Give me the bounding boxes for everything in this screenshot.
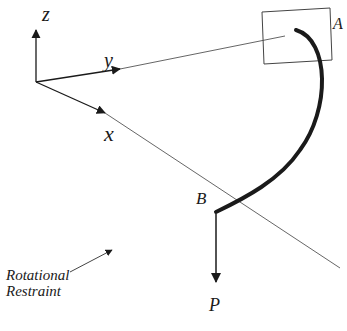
axis-label: y <box>104 50 113 71</box>
axis-label: x <box>104 122 114 145</box>
restraint-line <box>105 113 340 268</box>
load-label: P <box>209 296 220 315</box>
leader-line <box>70 250 112 272</box>
x-axis <box>36 82 105 113</box>
curved-beam <box>216 30 322 212</box>
support-line <box>120 36 285 69</box>
support-plate <box>262 8 332 64</box>
z-axis <box>35 30 36 82</box>
note-label: Rotational Restraint <box>6 268 76 300</box>
load-arrow <box>215 214 217 282</box>
axis-label: z <box>42 4 50 25</box>
point-label: B <box>196 190 206 208</box>
point-label: A <box>333 16 343 33</box>
